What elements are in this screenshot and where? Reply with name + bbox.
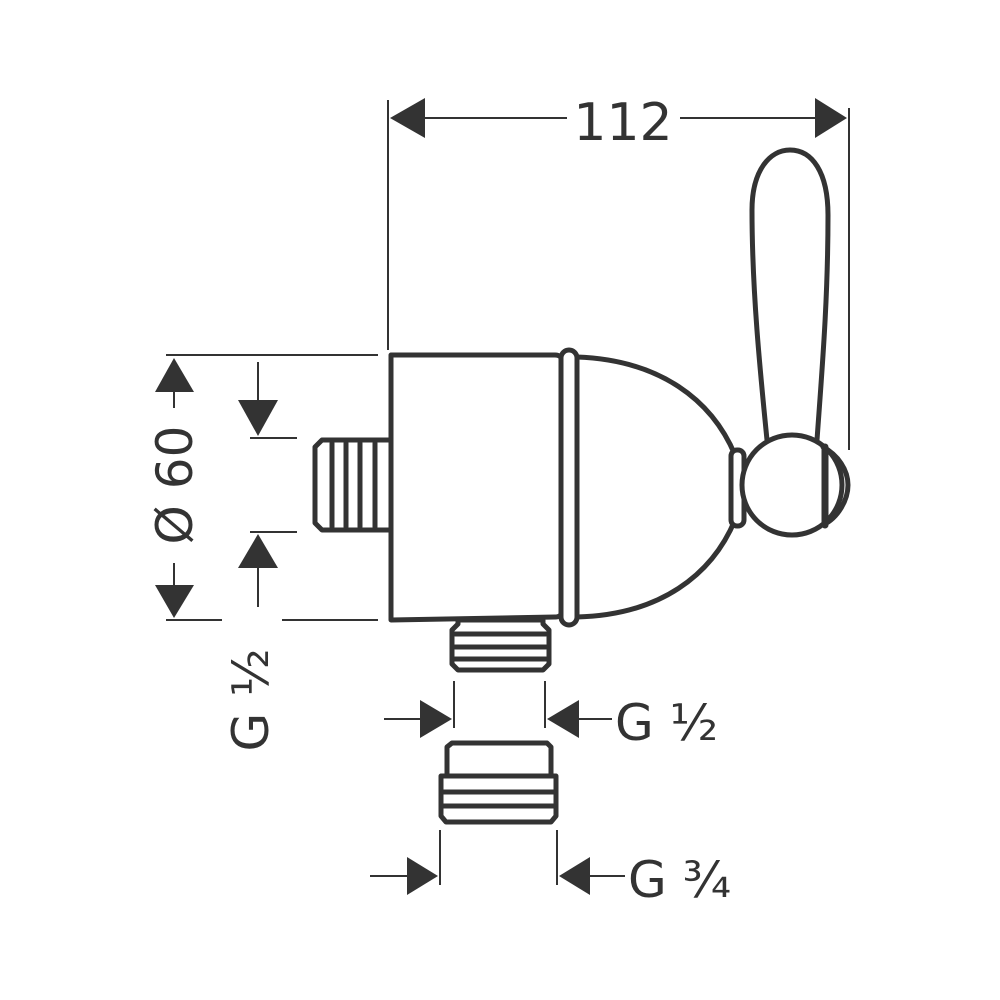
- dimension-overall-depth: 112: [387, 93, 850, 450]
- body-cylinder: [388, 352, 565, 623]
- dimension-adapter: G ¾: [370, 830, 731, 909]
- adapter-fitting: [438, 740, 559, 825]
- valve-body: [388, 347, 747, 628]
- arrow-left-icon: [390, 98, 425, 138]
- side-inlet-thread-label: G ½: [222, 648, 280, 751]
- bottom-outlet-nipple: [449, 617, 552, 673]
- arrow-down-icon: [155, 585, 194, 618]
- lever-handle[interactable]: [739, 147, 851, 538]
- dimension-bottom-outlet: G ½: [384, 681, 718, 752]
- arrow-right-icon: [815, 98, 847, 138]
- diameter-label: Ø 60: [146, 426, 204, 545]
- dimension-side-inlet: G ½: [222, 362, 297, 752]
- arrow-down-icon: [238, 400, 278, 436]
- lever-hub[interactable]: [739, 432, 845, 538]
- arrow-right-icon: [407, 857, 438, 895]
- dimension-diameter: Ø 60: [146, 354, 378, 621]
- adapter-thread-label: G ¾: [628, 851, 731, 909]
- overall-depth-label: 112: [573, 93, 672, 153]
- arrow-left-icon: [547, 700, 579, 738]
- dome-cover: [574, 354, 738, 620]
- arrow-left-icon: [559, 857, 590, 895]
- arrow-up-icon: [238, 534, 278, 568]
- side-inlet-nipple: [312, 437, 394, 533]
- arrow-up-icon: [155, 358, 194, 392]
- arrow-right-icon: [420, 700, 452, 738]
- lever-arm[interactable]: [749, 147, 831, 443]
- bottom-outlet-thread-label: G ½: [615, 694, 718, 752]
